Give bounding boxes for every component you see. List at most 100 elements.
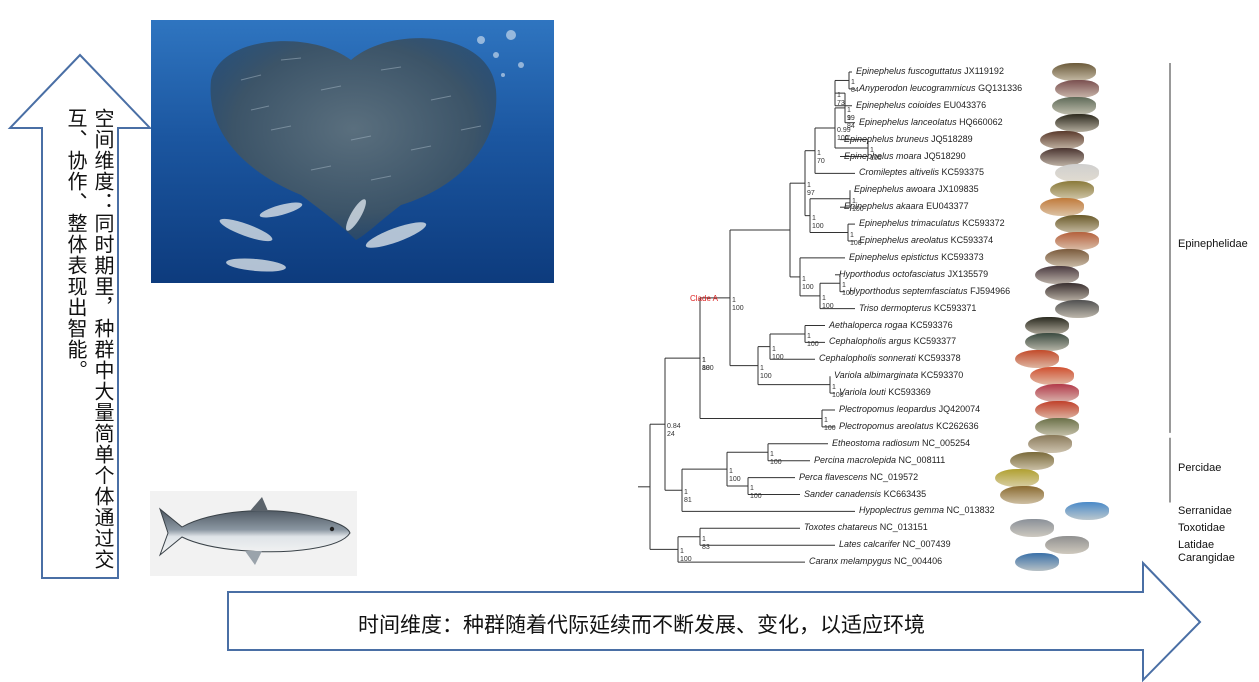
accession-number: KC593369 (885, 387, 931, 398)
taxon-label: Hyporthodus septemfasciatus FJ594966 (849, 286, 1010, 296)
accession-number: NC_013832 (944, 505, 995, 516)
fish-thumbnail-icon (1045, 536, 1089, 555)
up-arrow-shape (7, 53, 153, 579)
taxon-name: Epinephelus epistictus (849, 251, 939, 262)
taxon-name: Cephalopholis sonnerati (819, 353, 916, 364)
support-value: 0.84 24 (667, 423, 681, 439)
support-value: 1 97 (807, 182, 815, 198)
fish-school-illustration (210, 30, 524, 272)
support-value: 1 100 (702, 357, 714, 373)
support-value: 1 81 (684, 489, 692, 505)
fish-thumbnail-icon (1055, 164, 1099, 183)
taxon-name: Epinephelus moara (844, 150, 922, 161)
fish-thumbnail-icon (1030, 367, 1074, 386)
taxon-label: Anyperodon leucogrammicus GQ131336 (859, 83, 1022, 93)
support-value: 1 100 (832, 383, 844, 399)
fish-school-photo (151, 20, 554, 283)
accession-number: NC_008111 (896, 454, 946, 465)
taxon-label: Epinephelus awoara JX109835 (854, 184, 979, 194)
support-value: 1 73 (837, 92, 845, 108)
taxon-name: Plectropomus areolatus (839, 420, 934, 431)
fish-thumbnail-icon (1045, 282, 1089, 301)
taxon-name: Epinephelus coioides (856, 99, 942, 110)
family-label: Latidae (1178, 539, 1215, 552)
accession-number: JX109835 (935, 184, 979, 195)
taxon-label: Hypoplectrus gemma NC_013832 (859, 505, 995, 515)
taxon-label: Variola albimarginata KC593370 (834, 370, 963, 380)
support-value: 1 100 (842, 282, 854, 298)
accession-number: KC593374 (948, 235, 994, 245)
accession-number: GQ131336 (975, 82, 1023, 93)
fish-thumbnail-icon (1035, 265, 1079, 284)
temporal-dimension-text: 时间维度：种群随着代际延续而不断发展、变化，以适应环境 (358, 613, 925, 637)
fish-thumbnail-icon (1015, 553, 1059, 572)
taxon-label: Cromileptes altivelis KC593375 (859, 167, 984, 177)
taxon-name: Epinephelus awoara (854, 184, 936, 195)
taxon-name: Etheostoma radiosum (832, 437, 920, 448)
support-value: 1 100 (772, 345, 784, 361)
taxon-name: Aethaloperca rogaa (829, 319, 908, 330)
support-value: 1 70 (817, 149, 825, 165)
fish-thumbnail-icon (1040, 198, 1084, 217)
taxon-label: Triso dermopterus KC593371 (859, 303, 976, 313)
support-value: 1 100 (812, 214, 824, 230)
taxon-name: Anyperodon leucogrammicus (859, 82, 976, 93)
family-label: Toxotidae (1178, 522, 1226, 535)
fish-thumbnail-icon (1010, 451, 1054, 470)
taxon-name: Percina macrolepida (814, 454, 897, 465)
taxon-name: Variola albimarginata (834, 370, 919, 381)
right-arrow-shape (227, 560, 1202, 682)
taxon-name: Epinephelus bruneus (844, 133, 929, 144)
taxon-label: Epinephelus moara JQ518290 (844, 151, 966, 161)
support-value: 1 100 (807, 332, 819, 348)
accession-number: KC663435 (881, 488, 927, 499)
taxon-label: Caranx melampygus NC_004406 (809, 556, 942, 566)
accession-number: KC593378 (915, 353, 961, 364)
fish-thumbnail-icon (1000, 485, 1044, 504)
taxon-name: Epinephelus lanceolatus (859, 116, 957, 127)
accession-number: NC_007439 (900, 539, 951, 550)
fish-thumbnail-icon (1025, 333, 1069, 352)
taxon-label: Lates calcarifer NC_007439 (839, 539, 951, 549)
taxon-name: Epinephelus trimaculatus (859, 218, 960, 229)
accession-number: NC_013151 (877, 522, 928, 533)
fish-thumbnail-icon (1065, 502, 1109, 521)
support-value: 1 100 (802, 275, 814, 291)
taxon-name: Hyporthodus septemfasciatus (849, 285, 968, 296)
taxon-name: Hypoplectrus gemma (859, 505, 945, 516)
fish-thumbnail-icon (1052, 63, 1096, 81)
support-value: 1 100 (760, 364, 772, 380)
taxon-label: Cephalopholis sonnerati KC593378 (819, 353, 961, 363)
support-value: 1 100 (850, 231, 862, 247)
family-label: Carangidae (1178, 552, 1235, 565)
taxon-label: Epinephelus lanceolatus HQ660062 (859, 117, 1003, 127)
taxon-name: Triso dermopterus (859, 302, 932, 313)
accession-number: KC262636 (933, 420, 979, 431)
taxon-label: Plectropomus leopardus JQ420074 (839, 404, 980, 414)
taxon-label: Perca flavescens NC_019572 (799, 472, 918, 482)
taxon-name: Hyporthodus octofasciatus (839, 268, 946, 279)
taxon-label: Epinephelus epistictus KC593373 (849, 252, 984, 262)
accession-number: KC593375 (939, 167, 985, 178)
support-value: 1 100 (852, 197, 864, 213)
support-value: 1 100 (750, 485, 762, 501)
support-value: 1 100 (680, 548, 692, 564)
support-value: 1 84 (851, 79, 859, 95)
taxon-label: Variola louti KC593369 (839, 387, 931, 397)
fish-thumbnail-icon (1055, 232, 1099, 250)
support-value: 0.99 100 (837, 126, 851, 142)
fish-thumbnail-icon (1045, 248, 1089, 267)
taxon-name: Toxotes chatareus (804, 522, 878, 533)
fish-thumbnail-icon (1015, 350, 1059, 369)
accession-number: KC593376 (907, 319, 953, 330)
fish-thumbnail-icon (1055, 79, 1099, 98)
taxon-name: Cromileptes altivelis (859, 167, 940, 178)
tree-branches (638, 63, 1171, 563)
taxon-name: Sander canadensis (804, 488, 882, 499)
clade-a-label: Clade A (690, 293, 719, 303)
fish-thumbnail-icon (1055, 113, 1099, 132)
taxon-name: Plectropomus leopardus (839, 404, 937, 414)
support-value: 1 100 (732, 296, 744, 312)
